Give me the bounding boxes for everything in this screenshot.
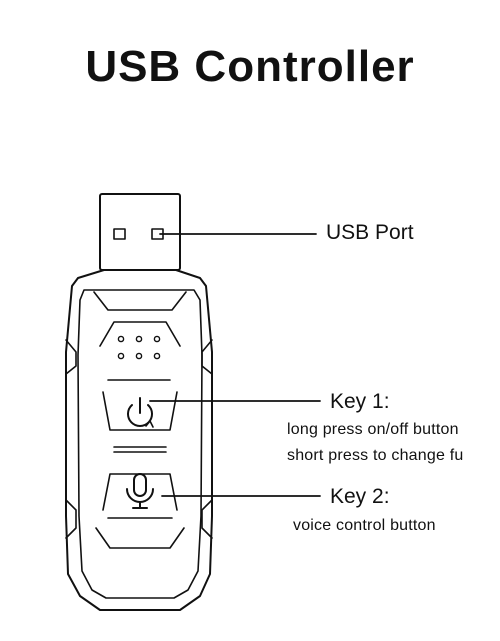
led-dots (117, 335, 161, 360)
controller-body (65, 269, 213, 611)
microphone-icon (126, 473, 154, 509)
key2-description-line-1: voice control button (293, 517, 436, 534)
usb-port-label: USB Port (326, 221, 414, 244)
usb-plug (99, 193, 181, 271)
power-cycle-icon (127, 397, 154, 428)
key1-description-line-1: long press on/off button (287, 421, 459, 438)
top-panel (93, 291, 187, 347)
diagram-title: USB Controller (85, 42, 415, 91)
key1-description-line-2: short press to change fu (287, 447, 464, 464)
key1-label: Key 1: (330, 390, 390, 413)
key2-button[interactable] (95, 473, 185, 549)
key1-button[interactable] (102, 379, 178, 453)
key2-label: Key 2: (330, 485, 390, 508)
